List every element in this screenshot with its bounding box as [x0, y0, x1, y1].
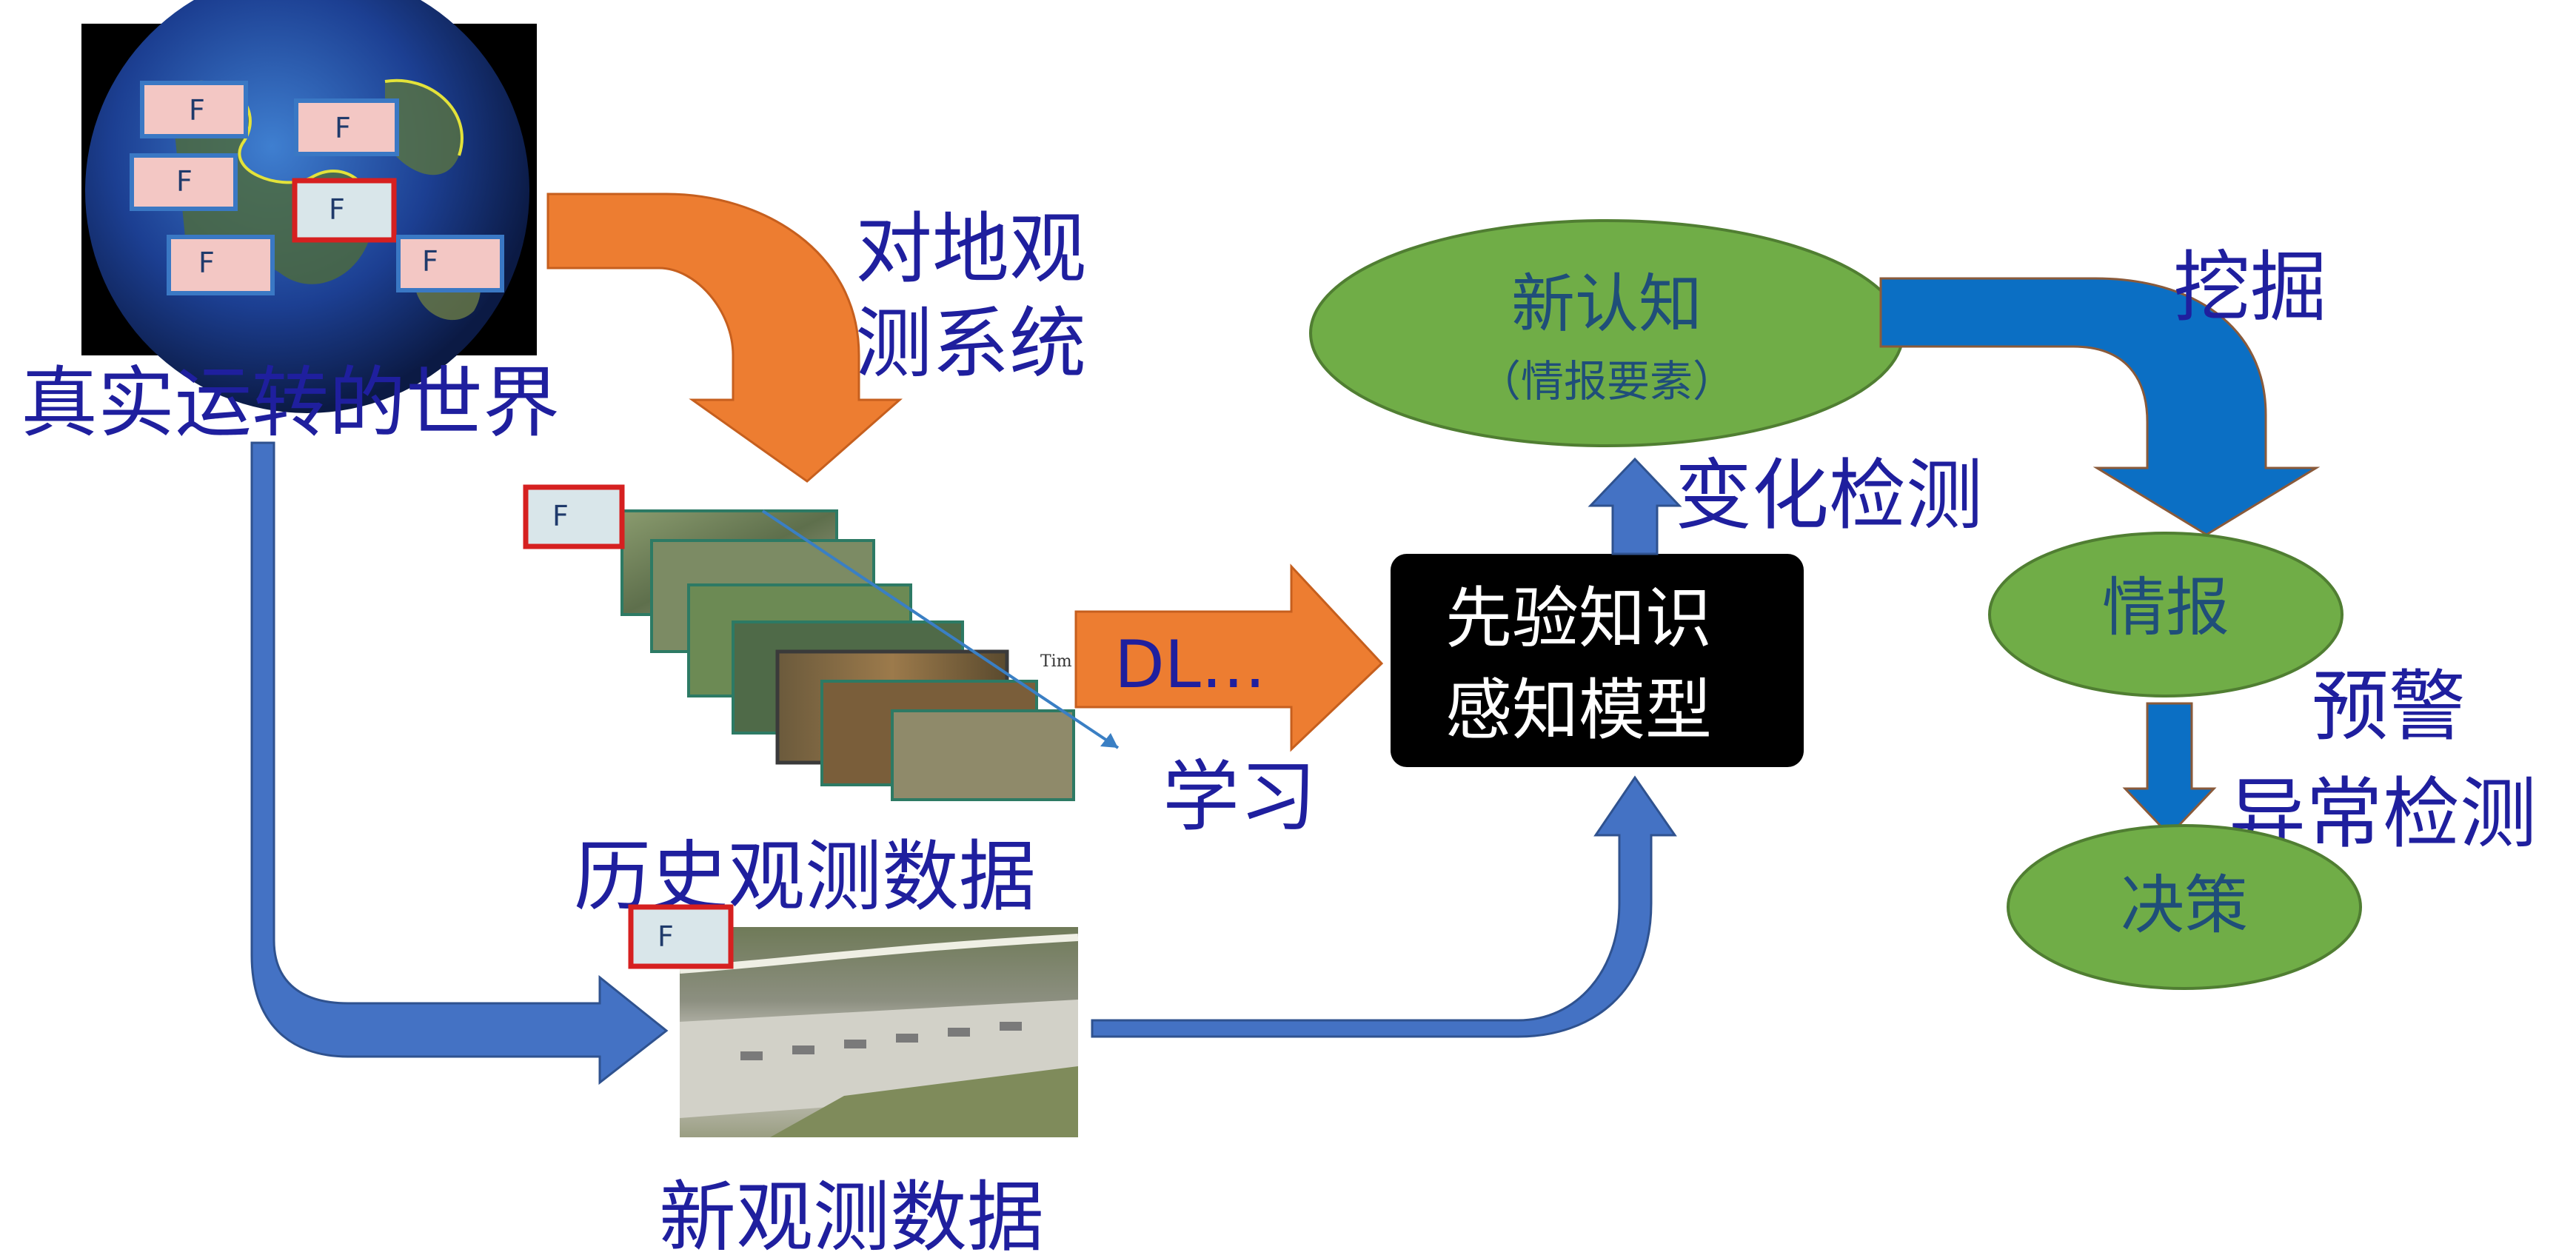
real-world-label: 真实运转的世界: [21, 358, 560, 448]
new-data-tag: F: [628, 904, 734, 969]
change-detection-label: 变化检测: [1675, 450, 1983, 541]
svg-text:F: F: [189, 94, 205, 127]
svg-text:F: F: [658, 920, 674, 953]
globe-tag-3: F: [130, 153, 238, 211]
change-detection-arrow: [1588, 457, 1682, 555]
svg-text:F: F: [422, 245, 438, 278]
svg-text:F: F: [552, 500, 569, 532]
globe-tag-1: F: [140, 81, 248, 138]
decision-label: 决策: [2121, 869, 2248, 943]
svg-text:F: F: [176, 165, 193, 198]
globe-tag-5: F: [167, 235, 275, 295]
intelligence-label: 情报: [2102, 571, 2229, 645]
model-label-2: 感知模型: [1445, 672, 1712, 749]
mining-arrow: [1879, 277, 2321, 536]
globe-tag-4-highlighted: F: [292, 178, 397, 243]
prior-knowledge-model-box: [1391, 554, 1804, 767]
svg-text:F: F: [329, 193, 345, 226]
earth-observation-label-1: 对地观: [855, 204, 1086, 294]
dl-label: DL…: [1114, 626, 1266, 703]
new-knowledge-label: 新认知: [1511, 267, 1702, 341]
globe-tag-6: F: [396, 235, 504, 292]
history-tag: F: [523, 484, 625, 549]
warning-label: 预警: [2312, 661, 2466, 752]
svg-text:F: F: [198, 247, 215, 279]
learn-label: 学习: [1162, 752, 1317, 842]
new-knowledge-sublabel: （情报要素）: [1478, 356, 1736, 406]
svg-text:Tim: Tim: [1040, 652, 1072, 671]
real-world-to-new-data-arrow: [250, 441, 669, 1085]
mining-label: 挖掘: [2173, 242, 2327, 332]
svg-text:F: F: [335, 112, 351, 144]
model-label-1: 先验知识: [1445, 580, 1712, 658]
new-data-to-model-arrow: [1091, 775, 1677, 1038]
intelligence-node: [1988, 532, 2344, 697]
dl-learning-arrow: [1074, 563, 1384, 752]
new-observation-image: [679, 927, 1079, 1137]
warning-arrow: [2122, 702, 2217, 837]
globe-tag-2: F: [294, 98, 399, 156]
new-data-label: 新观测数据: [659, 1172, 1044, 1258]
earth-observation-label-2: 测系统: [855, 298, 1086, 389]
decision-node: [2007, 824, 2362, 990]
earth-observation-arrow: [546, 193, 903, 483]
